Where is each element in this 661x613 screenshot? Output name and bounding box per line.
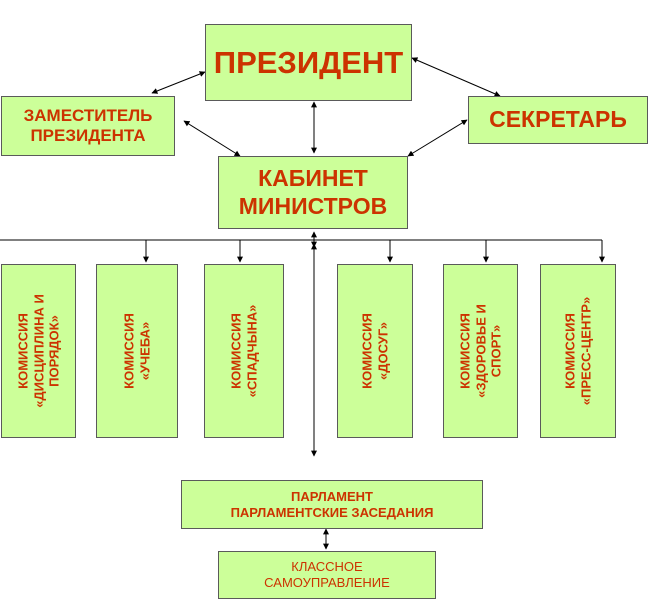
commission-box-heritage: КОМИССИЯ «СПАДЧЫНА» bbox=[204, 264, 284, 438]
cabinet-box: КАБИНЕТ МИНИСТРОВ bbox=[218, 156, 408, 229]
president-box: ПРЕЗИДЕНТ bbox=[205, 24, 412, 101]
parliament-box: ПАРЛАМЕНТ ПАРЛАМЕНТСКИЕ ЗАСЕДАНИЯ bbox=[181, 480, 483, 529]
commission-label: КОМИССИЯ «УЧЕБА» bbox=[121, 313, 152, 389]
arrow-deputy-cabinet bbox=[183, 120, 241, 157]
commission-box-health-sport: КОМИССИЯ «ЗДОРОВЬЕ И СПОРТ» bbox=[443, 264, 518, 438]
commission-label: КОМИССИЯ «ДИСЦИПЛИНА И ПОРЯДОК» bbox=[15, 294, 62, 408]
commission-box-discipline: КОМИССИЯ «ДИСЦИПЛИНА И ПОРЯДОК» bbox=[1, 264, 76, 438]
cabinet-label: КАБИНЕТ МИНИСТРОВ bbox=[238, 164, 388, 219]
deputy-box: ЗАМЕСТИТЕЛЬ ПРЕЗИДЕНТА bbox=[1, 96, 175, 156]
commission-label: КОМИССИЯ «ПРЕСС-ЦЕНТР» bbox=[562, 296, 593, 406]
arrow-secretary-cabinet bbox=[407, 119, 468, 157]
secretary-label: СЕКРЕТАРЬ bbox=[489, 106, 627, 133]
president-label: ПРЕЗИДЕНТ bbox=[213, 44, 404, 80]
commission-label: КОМИССИЯ «ДОСУГ» bbox=[359, 313, 390, 389]
class-self-government-box: КЛАССНОЕ САМОУПРАВЛЕНИЕ bbox=[218, 551, 436, 599]
commission-label: КОМИССИЯ «ЗДОРОВЬЕ И СПОРТ» bbox=[457, 304, 504, 398]
commission-box-leisure: КОМИССИЯ «ДОСУГ» bbox=[337, 264, 413, 438]
arrow-president-secretary bbox=[411, 57, 501, 97]
commission-box-study: КОМИССИЯ «УЧЕБА» bbox=[96, 264, 178, 438]
commission-box-press-center: КОМИССИЯ «ПРЕСС-ЦЕНТР» bbox=[540, 264, 616, 438]
deputy-label: ЗАМЕСТИТЕЛЬ ПРЕЗИДЕНТА bbox=[23, 105, 153, 145]
arrow-president-deputy bbox=[151, 71, 206, 94]
class-self-government-label: КЛАССНОЕ САМОУПРАВЛЕНИЕ bbox=[264, 559, 390, 590]
parliament-label: ПАРЛАМЕНТ ПАРЛАМЕНТСКИЕ ЗАСЕДАНИЯ bbox=[230, 488, 434, 520]
commission-label: КОМИССИЯ «СПАДЧЫНА» bbox=[228, 304, 259, 398]
secretary-box: СЕКРЕТАРЬ bbox=[468, 96, 648, 144]
